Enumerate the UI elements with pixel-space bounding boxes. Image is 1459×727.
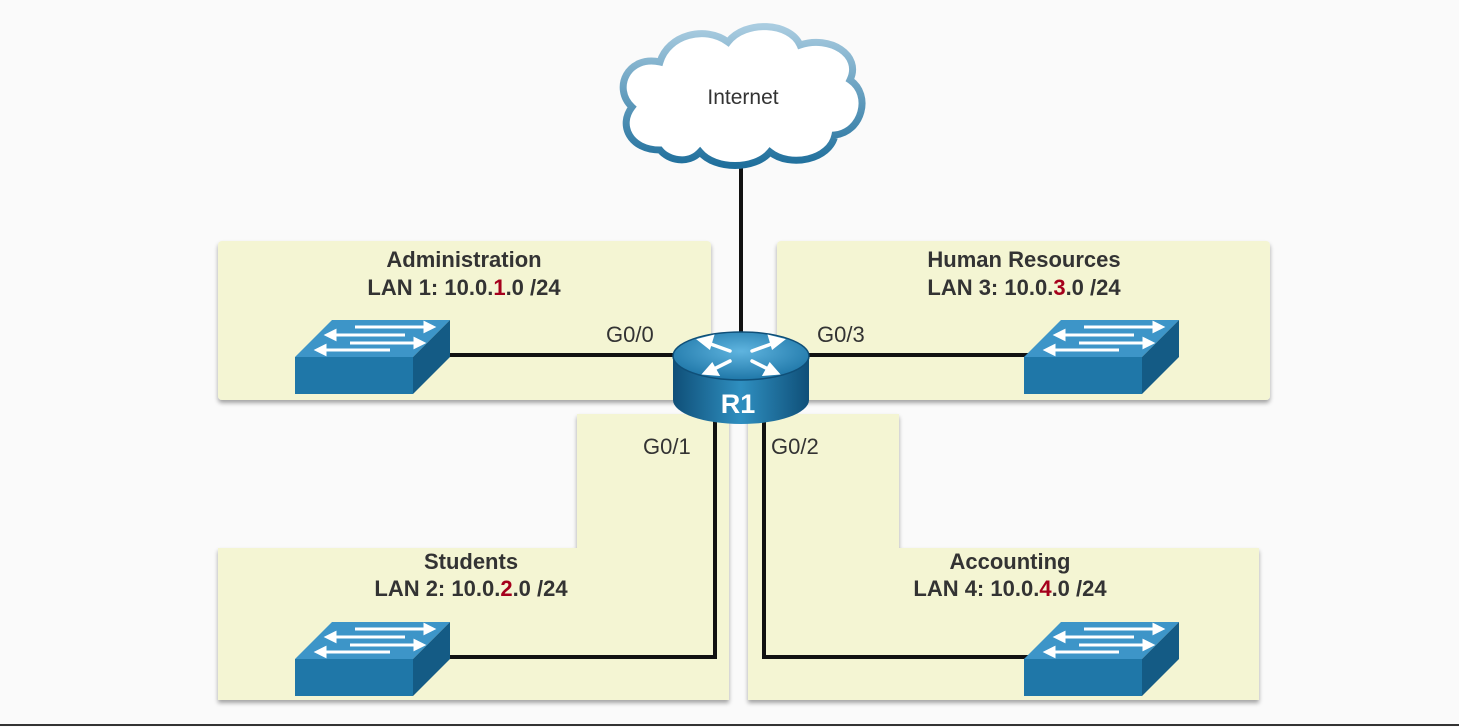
switch-icon xyxy=(1024,320,1179,394)
lan-address-accounting: LAN 4: 10.0.4.0 /24 xyxy=(913,576,1107,601)
link-r1-g0-1 xyxy=(450,410,717,659)
switch-icon xyxy=(295,320,450,394)
link-r1-g0-2 xyxy=(762,410,1030,659)
internet-cloud: Internet xyxy=(619,23,866,169)
switch-administration xyxy=(295,320,450,394)
port-label-g0-3: G0/3 xyxy=(817,322,865,347)
lan-title-students: Students xyxy=(424,549,518,574)
port-label-g0-2: G0/2 xyxy=(771,434,819,459)
switch-accounting xyxy=(1024,622,1179,696)
cloud-icon xyxy=(619,23,866,169)
lan-title-human-resources: Human Resources xyxy=(927,247,1120,272)
port-label-g0-1: G0/1 xyxy=(643,434,691,459)
router-icon xyxy=(672,331,810,424)
links xyxy=(450,163,1030,659)
cloud-label: Internet xyxy=(707,86,778,109)
port-label-g0-0: G0/0 xyxy=(606,322,654,347)
router-label: R1 xyxy=(721,389,756,419)
lan-title-administration: Administration xyxy=(386,247,541,272)
router-r1: R1 xyxy=(672,331,810,424)
switch-icon xyxy=(1024,622,1179,696)
lan-title-accounting: Accounting xyxy=(950,549,1071,574)
switch-human-resources xyxy=(1024,320,1179,394)
switch-students xyxy=(295,622,450,696)
lan-address-human-resources: LAN 3: 10.0.3.0 /24 xyxy=(927,275,1121,300)
lan-address-administration: LAN 1: 10.0.1.0 /24 xyxy=(367,275,561,300)
switch-icon xyxy=(295,622,450,696)
lan-address-students: LAN 2: 10.0.2.0 /24 xyxy=(374,576,568,601)
